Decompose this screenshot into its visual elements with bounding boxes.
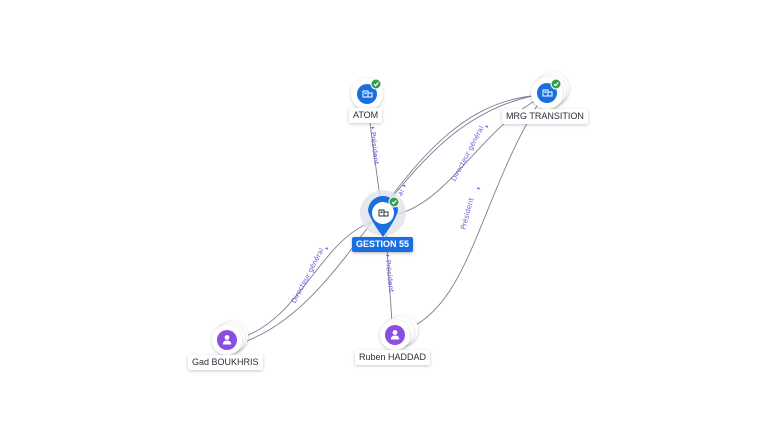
node-label-mrg-transition[interactable]: MRG TRANSITION [502,109,588,124]
company-node-disc [537,83,557,103]
edge-atom-gestion55[interactable] [367,107,381,199]
node-label-gad-boukhris[interactable]: Gad BOUKHRIS [188,355,263,370]
node-ruben-haddad[interactable] [380,315,418,350]
edge-label-text: al [396,188,406,197]
person-icon [390,330,400,340]
verified-check-icon [370,78,382,90]
edge-label-text: Président [384,260,395,294]
building-icon [378,209,389,217]
building-icon [542,89,553,97]
edge-label-gestion55-mrg: al [396,184,406,197]
edge-label-text: Président [459,197,475,231]
edge-label-text: Directeur général [450,125,486,183]
edge-label-ruben-gestion55: Président [384,254,395,294]
company-node-disc [357,84,377,104]
edge-label-mrg-gestion55: Directeur général [450,125,489,183]
node-label-atom[interactable]: ATOM [349,108,383,123]
verified-check-icon [388,196,400,208]
edge-gad-gestion55[interactable] [239,221,373,339]
node-atom[interactable] [351,78,383,110]
node-gestion-55[interactable] [360,190,406,237]
person-node-disc [385,325,405,345]
edge-label-gad-gestion55: Directeur général [290,247,329,305]
person-node-disc [217,330,237,350]
node-label-ruben-haddad[interactable]: Ruben HADDAD [355,350,431,365]
edge-ruben-mrg[interactable] [409,103,539,329]
person-icon [222,335,232,345]
edge-label-text: Directeur général [290,247,326,305]
edge-label-text: Président [369,132,380,166]
node-gad-boukhris[interactable] [212,321,248,355]
edge-mrg-gestion55[interactable] [389,95,533,201]
edge-label-ruben-mrg: Président [459,187,481,231]
verified-check-icon [550,78,562,90]
node-label-gestion-55[interactable]: GESTION 55 [352,237,414,252]
edge-label-atom-gestion55: Président [369,126,380,166]
building-icon [362,90,373,98]
node-mrg-transition[interactable] [531,72,569,109]
